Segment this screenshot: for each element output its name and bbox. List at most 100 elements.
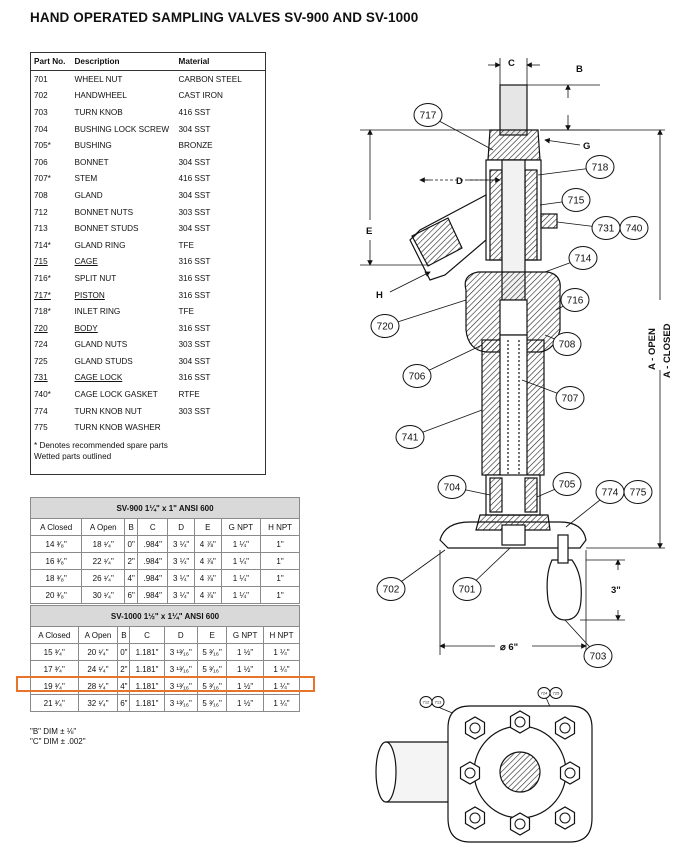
part-number: 715 xyxy=(34,257,48,267)
part-material: 304 SST xyxy=(178,224,211,234)
part-material: 303 SST xyxy=(178,207,211,217)
part-number: 713 xyxy=(34,224,48,234)
callout-bubble xyxy=(555,386,585,410)
parts-row: 712 BONNET NUTS 303 SST xyxy=(31,204,266,221)
callout-713: 713 xyxy=(435,700,442,705)
valve-plan-view xyxy=(375,705,593,843)
part-material: 304 SST xyxy=(178,190,211,200)
part-material: BRONZE xyxy=(178,141,213,151)
part-material: 316 SST xyxy=(178,290,211,300)
part-description: BONNET xyxy=(74,157,109,167)
callout-bubble xyxy=(585,155,615,179)
callout-715: 715 xyxy=(568,196,585,207)
dim-g-label: G xyxy=(583,141,590,152)
col-header: Material xyxy=(175,52,266,71)
part-number: 774 xyxy=(34,406,48,416)
parts-row: 707* STEM 416 SST xyxy=(31,171,266,188)
callout-702: 702 xyxy=(383,585,400,596)
part-description: BONNET NUTS xyxy=(74,207,134,217)
part-number: 708 xyxy=(34,190,48,200)
callout-bubble xyxy=(413,103,443,127)
parts-notes: * Denotes recommended spare parts Wetted… xyxy=(31,436,266,475)
dim-cell: 5 ³⁄₁₆" xyxy=(196,694,228,712)
dim-row: 21 ³⁄₄"32 ¹⁄₄"6"1.181"3 ¹³⁄₁₆"5 ³⁄₁₆"1 ½… xyxy=(30,694,301,712)
valve-section-view xyxy=(409,84,587,621)
callout-708: 708 xyxy=(559,340,576,351)
dim-cell: 1.181" xyxy=(129,694,165,712)
part-description: CAGE LOCK xyxy=(74,373,123,383)
highlighted-row-outline xyxy=(16,676,315,692)
dim-cell: 3 ¼" xyxy=(167,586,195,604)
part-material: CAST IRON xyxy=(178,91,223,101)
part-description: TURN KNOB xyxy=(74,107,123,117)
part-number: 704 xyxy=(34,124,48,134)
callout-bubble xyxy=(437,475,467,499)
callout-741: 741 xyxy=(402,433,419,444)
part-material: 304 SST xyxy=(178,157,211,167)
callout-bubble xyxy=(561,188,591,212)
bolt-stud xyxy=(514,818,526,830)
callout-775: 775 xyxy=(630,488,647,499)
dim-cell: 1 ½" xyxy=(226,694,264,712)
col-header: Part No. xyxy=(30,52,72,71)
part-material: 416 SST xyxy=(178,174,211,184)
callout-706: 706 xyxy=(409,372,426,383)
part-number: 706 xyxy=(34,157,48,167)
part-number: 775 xyxy=(34,423,48,433)
callout-bubble xyxy=(431,696,445,708)
part-number: 705* xyxy=(34,141,51,151)
parts-row: 705* BUSHING BRONZE xyxy=(31,137,266,154)
dimension-lines xyxy=(360,58,665,655)
part-description: TURN KNOB NUT xyxy=(74,406,142,416)
parts-row: 775 TURN KNOB WASHER xyxy=(31,419,266,436)
part-number: 725 xyxy=(34,356,48,366)
callout-bubble xyxy=(370,314,400,338)
b-dim-tolerance: "B" DIM ± ⅛" xyxy=(30,727,77,736)
callout-bubble xyxy=(452,577,482,601)
part-material: CARBON STEEL xyxy=(178,74,242,84)
callout-720: 720 xyxy=(377,322,394,333)
dim-cell: 1" xyxy=(260,586,300,604)
part-number: 707* xyxy=(34,174,51,184)
part-description: BODY xyxy=(74,323,98,333)
part-description: STEM xyxy=(74,174,98,184)
part-number: 731 xyxy=(34,373,48,383)
bolt-stud xyxy=(469,812,481,824)
callout-703: 703 xyxy=(590,652,607,663)
dim-cell: .984" xyxy=(137,586,169,604)
bolt-stud xyxy=(469,722,481,734)
part-description: BUSHING xyxy=(74,141,112,151)
part-number: 717* xyxy=(34,290,51,300)
callout-bubble xyxy=(619,216,649,240)
part-description: GLAND xyxy=(74,190,103,200)
part-material: RTFE xyxy=(178,390,200,400)
callout-712: 712 xyxy=(423,700,430,705)
part-description: HANDWHEEL xyxy=(74,91,127,101)
part-description: TURN KNOB WASHER xyxy=(74,423,161,433)
callout-740: 740 xyxy=(626,224,643,235)
callout-bubble xyxy=(552,332,582,356)
parts-row: 708 GLAND 304 SST xyxy=(31,187,266,204)
c-dim-tolerance: "C" DIM ± .002" xyxy=(30,737,86,746)
part-description: GLAND NUTS xyxy=(74,340,128,350)
dim-cell: 4 ⅞" xyxy=(193,586,222,604)
dim-cell: 30 ¹⁄₄" xyxy=(81,586,126,604)
bolt-stud xyxy=(564,767,576,779)
callout-bubble xyxy=(560,288,590,312)
dim-row: 14 ³⁄₈"18 ¹⁄₄"0".984"3 ¼"4 ⅞"1 ¼"1" xyxy=(29,535,300,553)
callout-bubble xyxy=(568,246,598,270)
callout-bubble xyxy=(552,472,582,496)
dim-a-closed-label: A - CLOSED xyxy=(662,323,673,378)
part-number: 712 xyxy=(34,207,48,217)
callout-731: 731 xyxy=(598,224,615,235)
bolt-stud xyxy=(514,716,526,728)
